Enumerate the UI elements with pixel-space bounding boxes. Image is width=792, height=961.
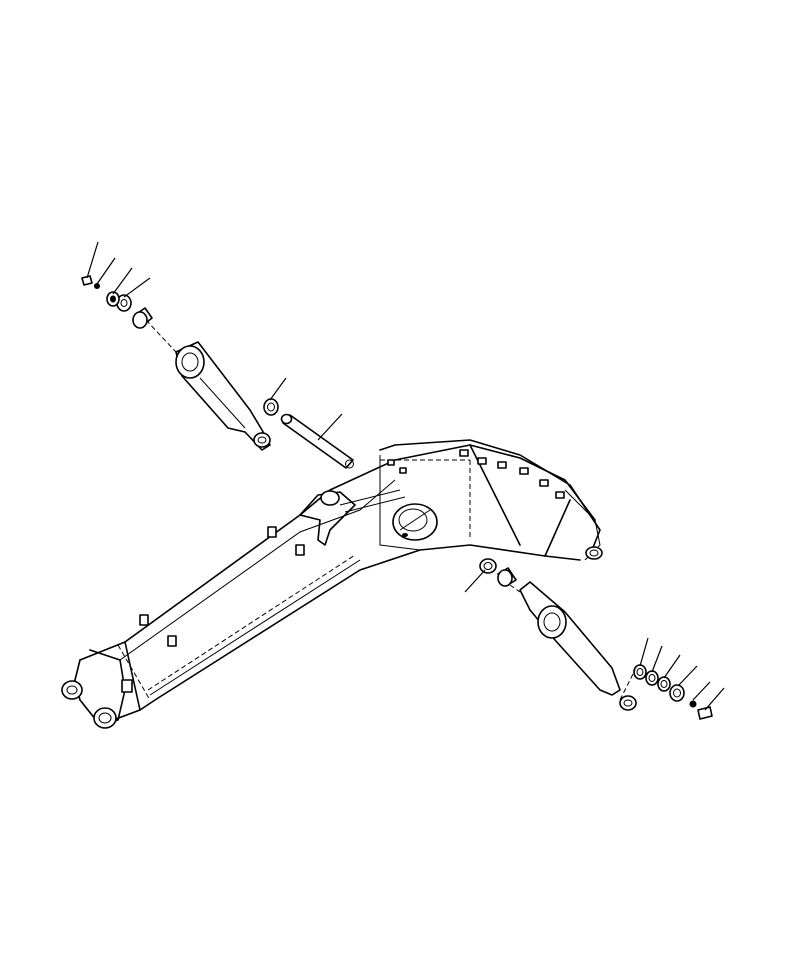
leader-lines <box>86 241 725 711</box>
excavator-arm-icon <box>61 439 603 729</box>
hydraulic-cylinder-icon <box>479 558 713 720</box>
pin-icon <box>280 413 354 469</box>
hydraulic-cylinder-icon <box>81 275 279 451</box>
bolt-row <box>387 449 565 499</box>
